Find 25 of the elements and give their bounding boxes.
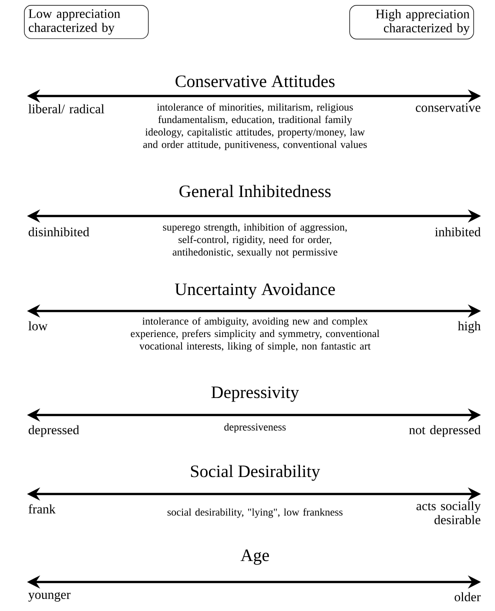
pole-label: older bbox=[454, 592, 481, 602]
pole-label: conservative bbox=[416, 103, 480, 112]
pole-label: liberal/ radical bbox=[28, 104, 104, 114]
scale-title: Social Desirability bbox=[191, 464, 320, 481]
header-box: Low appreciation characterized by bbox=[24, 5, 149, 39]
pole-label: depressed bbox=[28, 425, 80, 437]
scale-title: Uncertainty Avoidance bbox=[174, 282, 335, 299]
description-text: superego strength, inhibition of aggression, self-control, rigidity, need for order, antihedonistic, sexually not permissive bbox=[163, 223, 347, 258]
scale-title: General Inhibitedness bbox=[179, 184, 331, 198]
scale-title: Age bbox=[240, 549, 269, 565]
pole-label: low bbox=[28, 321, 48, 330]
description-text: intolerance of minorities, militarism, religious fundamentalism, education, traditional family ideology, capitalistic attitudes, property/money, law and order attitude, punitiveness, conventional values bbox=[143, 103, 367, 150]
pole-label: high bbox=[458, 321, 481, 333]
pole-label: inhibited bbox=[435, 227, 481, 236]
pole-label: disinhibited bbox=[28, 227, 90, 236]
pole-label: not depressed bbox=[409, 425, 481, 437]
pole-label: frank bbox=[28, 504, 56, 514]
scale-title: Depressivity bbox=[211, 386, 299, 402]
description-text: social desirability, "lying", low frankness bbox=[168, 508, 343, 518]
pole-label: younger bbox=[28, 592, 71, 602]
header-box: High appreciation characterized by bbox=[349, 5, 474, 40]
description-text: depressiveness bbox=[224, 423, 286, 433]
description-text: intolerance of ambiguity, avoiding new and complex experience, prefers simplicity and symmetry, conventional vocational interests, liking of simple, non fantastic art bbox=[130, 317, 380, 352]
pole-label: acts socially desirable bbox=[416, 501, 481, 524]
scale-title: Conservative Attitudes bbox=[176, 74, 335, 88]
